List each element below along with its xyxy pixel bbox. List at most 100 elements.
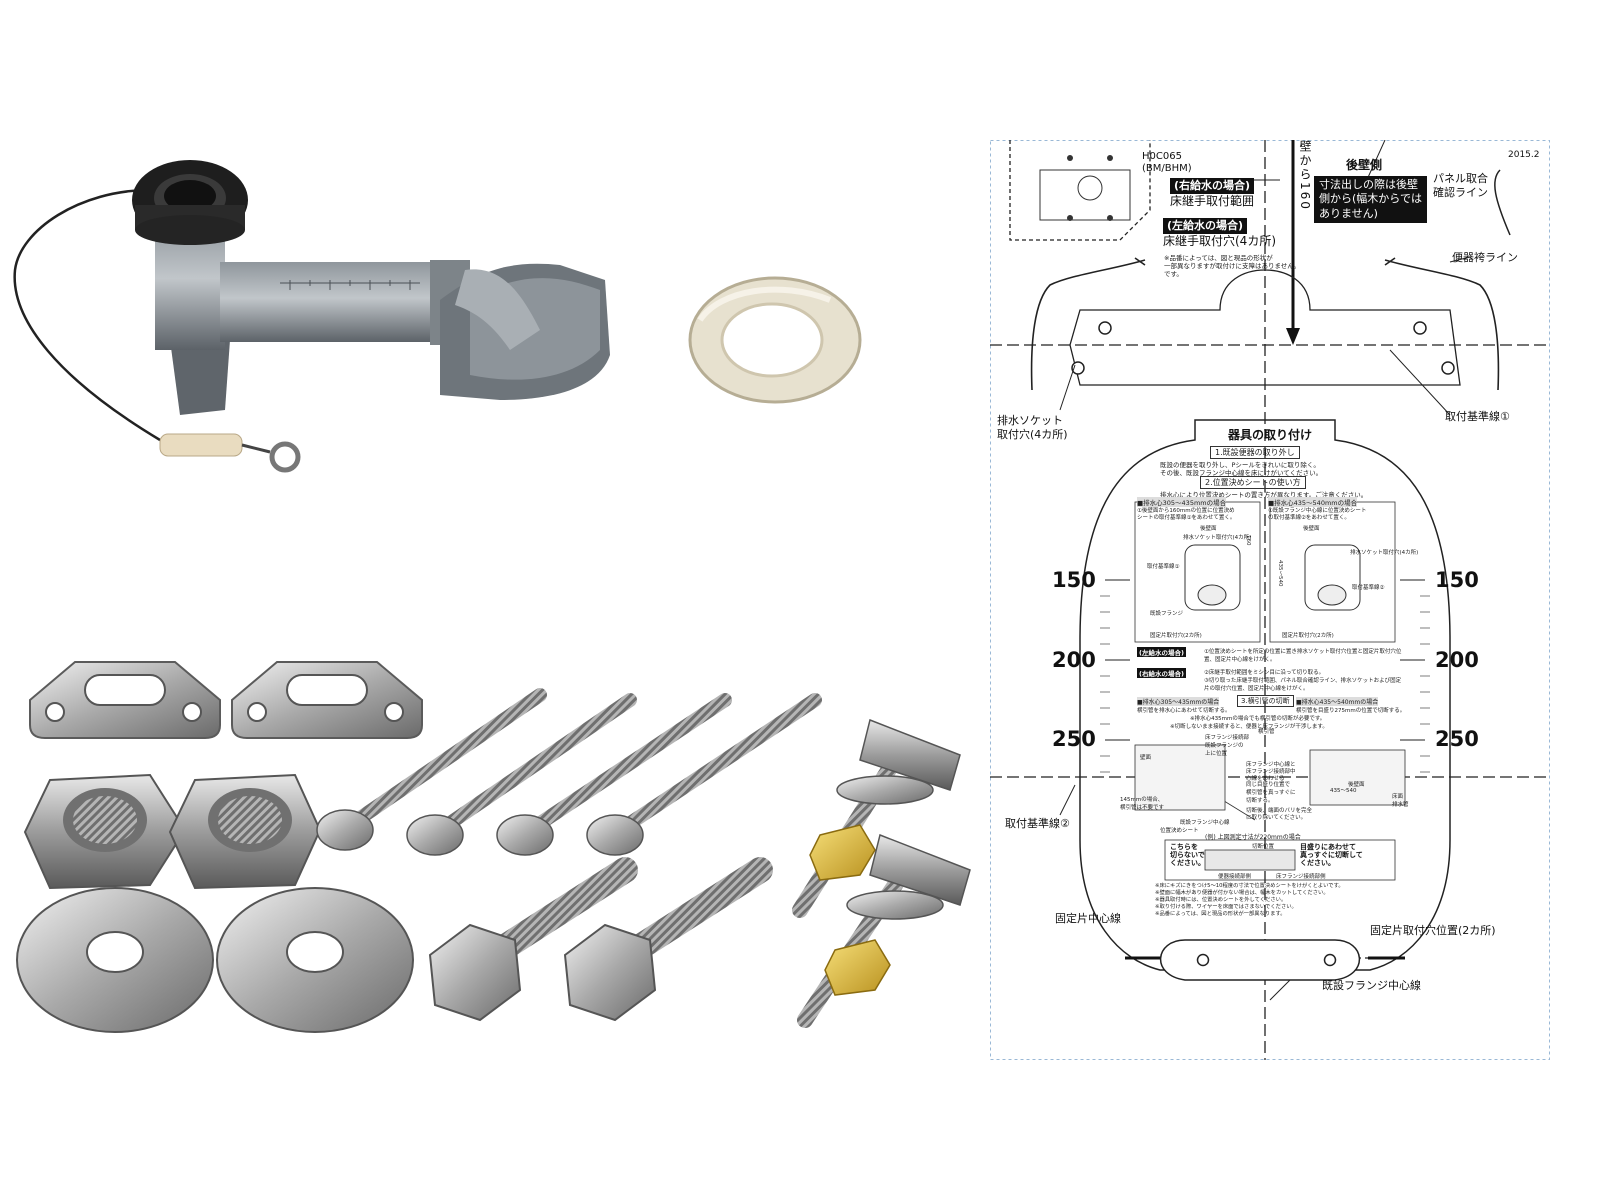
case-c-text: 横引管を排水心にあわせて切断する。 (1137, 708, 1231, 714)
flange-conn-1: 床フランジ接続部 (1205, 735, 1250, 741)
drain-socket-label-2: 取付穴(4カ所) (997, 428, 1068, 441)
date-label: 2015.2 (1508, 150, 1540, 160)
fix-small-right: 固定片取付穴(2カ所) (1282, 633, 1334, 639)
bowl-conn-label: 便器接続部側 (1218, 874, 1252, 880)
flat-washer-photo (216, 887, 414, 1033)
floor-conn-label: 床フランジ接続部側 (1276, 874, 1326, 880)
flange-small: 既設フランジ (1150, 611, 1184, 617)
sheet-title: 器具の取り付け (1228, 428, 1313, 442)
fixing-plate-photo (29, 661, 221, 739)
step-2-text: 排水心により位置決めシートの置き方が異なります。ご注意ください。 (1160, 491, 1368, 499)
bottom-note-2: ※壁面に幅木があり便器が付かない場合は、幅木をカットしてください。 (1155, 890, 1329, 896)
case-d-text: 横引管を目盛り275mmの位置で切断する。 (1296, 708, 1406, 714)
case-c-title: ■排水心305〜435mmの場合 (1137, 697, 1220, 706)
step-1-text-2: その後、既設フランジ中心線を床にけがいてください。 (1160, 469, 1323, 477)
wood-screw-photo (316, 688, 547, 851)
panel-line-label-2: 確認ライン (1433, 186, 1488, 199)
flange-mid-3: 心線をあわせる (1246, 776, 1285, 782)
bottom-note-1: ※床にキズにきをつけ5〜10程度の寸法で位置決めシートをけがくとよいです。 (1155, 883, 1344, 889)
step-3-title: 3.横引管の切断 (1237, 695, 1294, 707)
mm145-2: 横引管は不要です (1120, 805, 1165, 811)
flange-conn-2: 既設フランジの (1205, 743, 1244, 749)
left-case-text: ①位置決めシートを所定の位置に置き排水ソケット取付穴位置と固定片取付穴位置、固定… (1204, 649, 1402, 663)
ref1-small: 取付基準線① (1147, 564, 1180, 570)
case-b-text-1: ①既設フランジ中心線に位置決めシート (1268, 508, 1367, 514)
parts-photo-area (13, 160, 971, 1033)
ref-line-2-label: 取付基準線② (1005, 817, 1070, 830)
right-small-4: 排水管 (1392, 802, 1409, 808)
right-case-tag: (右給水の場合) (1137, 668, 1186, 678)
same-scale-2: 横引管を真っすぐに (1246, 790, 1296, 796)
same-scale-3: 切断する。 (1246, 798, 1274, 804)
right-small-1: 後壁面 (1348, 782, 1365, 788)
fixing-plate-photo (231, 661, 423, 739)
drain-socket-label-1: 排水ソケット (997, 414, 1063, 427)
left-supply-label: (左給水の場合) 床継手取付穴(4カ所) (1163, 218, 1276, 249)
model-sub: (BM/BHM) (1142, 163, 1192, 174)
scale-left-250: 250 (1052, 727, 1096, 751)
scale-left-150: 150 (1052, 568, 1096, 592)
small-note-2: 一部異なりますが取付けに支障はありません。 (1164, 262, 1301, 270)
flange-mid-1: 床フランジ中心線と (1246, 762, 1296, 768)
wall-distance-label: 壁から160 (1298, 140, 1312, 211)
scale-right-200: 200 (1435, 648, 1479, 672)
example-label: (例) 上図測定寸法が220mmの場合 (1205, 834, 1301, 841)
fix-center-label: 固定片中心線 (1055, 912, 1121, 925)
cut-straight-note: 目盛りにあわせて真っすぐに切断してください。 (1300, 843, 1363, 868)
flange-conn-3: 上に位置 (1205, 751, 1228, 757)
hex-nut-photo (23, 773, 187, 890)
flange-mid-2: 床フランジ接続部中 (1246, 769, 1296, 775)
back-wall-small-right: 後壁面 (1303, 526, 1320, 532)
panel-line-label-1: パネル取合 (1433, 172, 1488, 185)
same-scale-1: 同じ目盛り位置で (1246, 782, 1291, 788)
hex-nut-photo (168, 773, 322, 890)
right-case-text-1: ②床継手取付範囲をミシン目に沿って切り取る。 (1204, 670, 1325, 676)
bottom-note-5: ※品番によっては、図と現品の形状が一部異なります。 (1155, 911, 1286, 917)
socket-holes-small: 排水ソケット取付穴(4カ所) (1183, 535, 1252, 541)
step-1-text-1: 既設の便器を取り外し、Pシールをきれいに取り除く。 (1160, 461, 1320, 469)
ref-line-1-label: 取付基準線① (1445, 410, 1510, 423)
dim-160-small: 160 (1245, 535, 1251, 546)
burr-note-1: 切断後、端面のバリを完全 (1246, 808, 1313, 814)
case-a-title: ■排水心305〜435mmの場合 (1137, 497, 1227, 507)
fix-holes-label: 固定片取付穴位置(2カ所) (1370, 924, 1496, 937)
wood-screw-photo (496, 693, 732, 856)
hex-bolt-photo (563, 857, 773, 1022)
scale-right-250: 250 (1435, 727, 1479, 751)
cut-position-label: 切断位置 (1252, 844, 1275, 850)
ref2-small: 取付基準線② (1352, 585, 1385, 591)
bowl-line-label: 便器袴ライン (1452, 251, 1518, 264)
case-a-text-2: シートの取付基準線①をあわせて置く。 (1137, 515, 1236, 521)
model-number: H0C065 (1142, 151, 1182, 162)
small-note-1: ※品番によっては、図と現品の形状が (1164, 254, 1273, 262)
wall-small: 壁面 (1140, 755, 1152, 761)
pos-sheet-small: 位置決めシート (1160, 828, 1199, 834)
small-note-3: です。 (1164, 270, 1183, 278)
bottom-note-3: ※器具取付時には、位置決めシートを外してください。 (1155, 897, 1287, 903)
dim-435-small: 435〜540 (1277, 560, 1283, 587)
right-supply-label: (右給水の場合) 床継手取付範囲 (1170, 178, 1255, 209)
t-bolt-photo (797, 833, 971, 1028)
step-2-title: 2.位置決めシートの使い方 (1200, 476, 1306, 489)
scale-right-150: 150 (1435, 568, 1479, 592)
back-wall-small: 後壁面 (1200, 526, 1217, 532)
drain-socket-photo (13, 160, 610, 473)
p-seal-ring-photo (688, 276, 862, 404)
step-1-title: 1.既設便器の取り外し (1210, 446, 1300, 459)
cross-pipe-small: 横引管 (1258, 729, 1275, 735)
cut-note-1: ※排水心435mmの場合でも横引管の切断が必要です。 (1190, 716, 1326, 722)
cut-note-2: ※切断しないまま接続すると、便器と床フランジが干渉します。 (1170, 724, 1328, 730)
right-case-text-2: ③切り取った床継手取付範囲、パネル取合確認ライン、排水ソケットおよび固定片の取付… (1204, 678, 1402, 692)
right-small-3: 床面 (1392, 794, 1404, 800)
flange-center-label: 既設フランジ中心線 (1322, 979, 1421, 992)
wood-screw-photo (586, 693, 822, 856)
fix-small-left: 固定片取付穴(2カ所) (1150, 633, 1202, 639)
flat-washer-photo (16, 887, 214, 1033)
socket-holes-small-right: 排水ソケット取付穴(4カ所) (1350, 550, 1419, 556)
bottom-note-4: ※取り付ける際、ワイヤーを床面ではさまないでください。 (1155, 904, 1297, 910)
burr-note-2: に取り除いてください。 (1246, 815, 1307, 821)
case-b-title: ■排水心435〜540mmの場合 (1268, 497, 1358, 507)
case-b-text-2: の取付基準線②をあわせて置く。 (1268, 515, 1350, 521)
t-bolt-photo (792, 718, 961, 918)
hex-bolt-photo (428, 857, 638, 1022)
